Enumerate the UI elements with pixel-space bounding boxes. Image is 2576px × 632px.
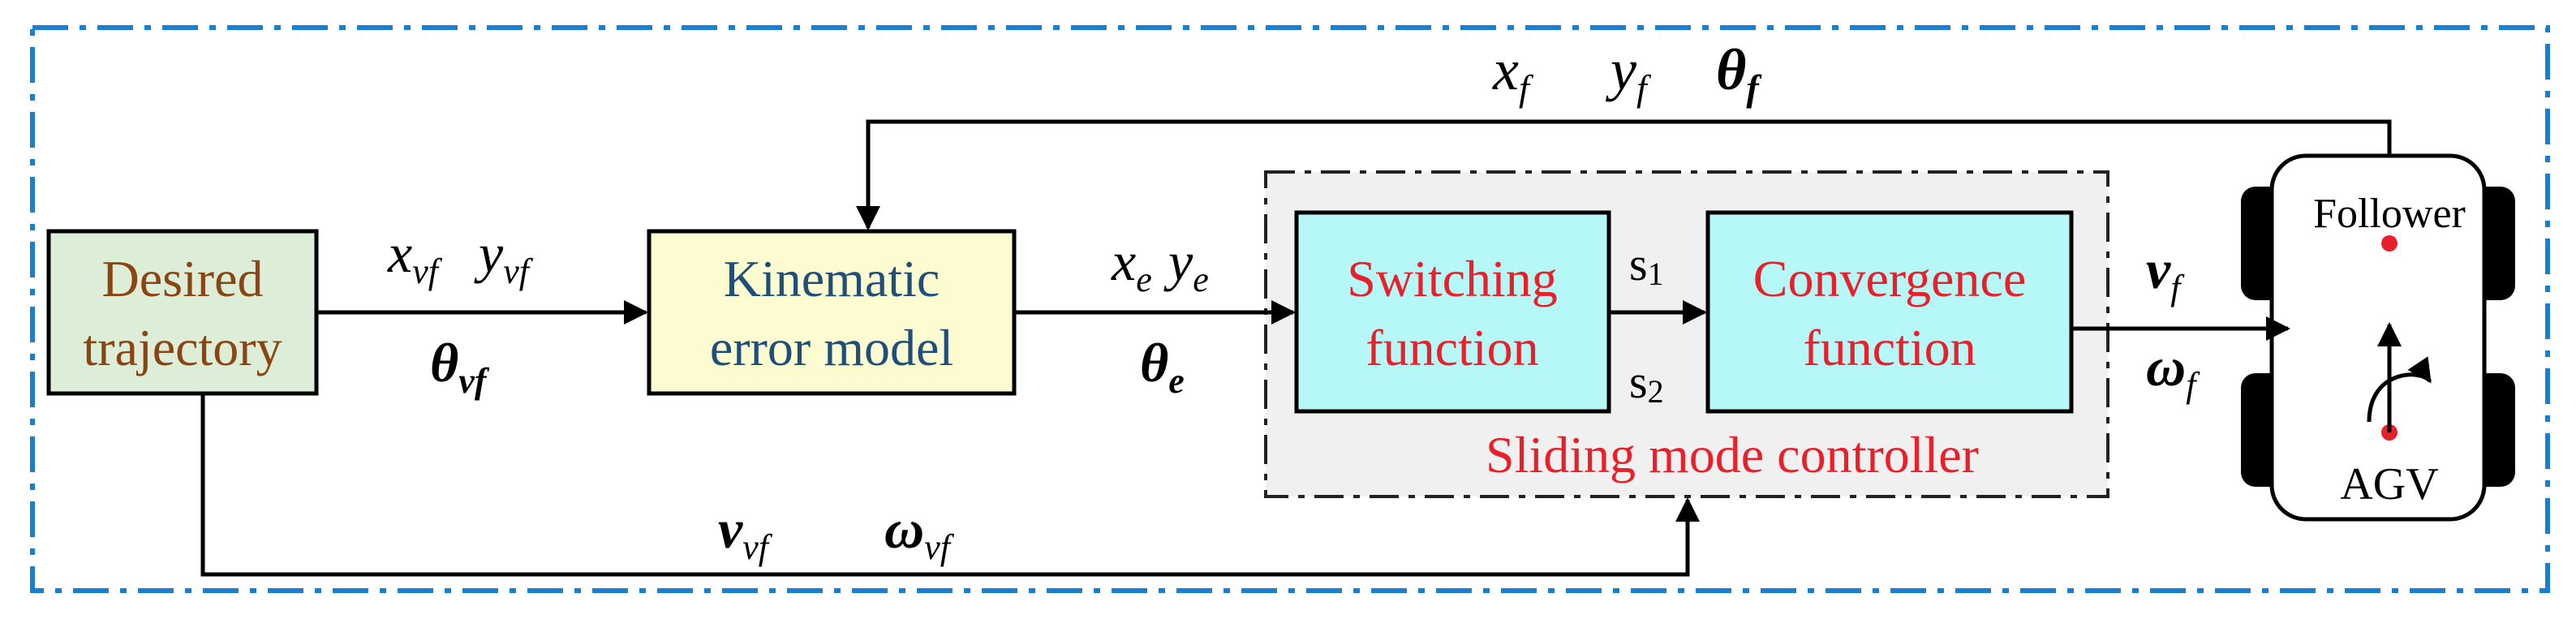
convergence-label-1: Convergence: [1753, 250, 2026, 307]
kinematic-label-2: error model: [710, 319, 953, 376]
desired-label-1: Desired: [101, 250, 263, 307]
agv-rotation-arrow: [2367, 356, 2432, 423]
s1-label: s1: [1629, 238, 1664, 292]
switching-label-2: function: [1365, 319, 1538, 376]
output-w: ωf: [2146, 336, 2200, 405]
reference-x: xvf: [387, 222, 443, 291]
output-v: vf: [2146, 239, 2185, 307]
feedforward-path: [200, 393, 1700, 577]
error-x: xe: [1111, 230, 1152, 299]
agv-dot-top: [2381, 235, 2398, 252]
desired-trajectory-block: [46, 229, 319, 396]
desired-label-2: trajectory: [83, 319, 282, 376]
error-theta: θe: [1140, 332, 1185, 401]
agv-label: AGV: [2340, 459, 2438, 509]
agv-follower-label: Follower: [2313, 191, 2466, 237]
outer-frame: [30, 25, 2550, 593]
feedback-x: xf: [1492, 37, 1534, 109]
convergence-function-block: [1705, 210, 2074, 414]
error-y: ye: [1163, 230, 1209, 299]
switching-function-block: [1294, 210, 1611, 414]
s2-label: s2: [1629, 355, 1664, 410]
kinematic-label-1: Kinematic: [724, 250, 940, 307]
reference-y: yvf: [474, 222, 534, 291]
feedforward-w: ωvf: [884, 498, 955, 567]
smc-label: Sliding mode controller: [1486, 426, 1979, 484]
kinematic-error-block: [647, 229, 1017, 396]
feedforward-v: vvf: [718, 498, 773, 567]
reference-theta: θvf: [430, 332, 490, 401]
switching-label-1: Switching: [1347, 250, 1558, 307]
feedback-y: yf: [1605, 37, 1652, 109]
feedback-theta: θf: [1716, 37, 1762, 109]
feedback-path: [856, 119, 2392, 230]
agv-vehicle: [2241, 153, 2515, 522]
convergence-label-2: function: [1803, 319, 1976, 376]
